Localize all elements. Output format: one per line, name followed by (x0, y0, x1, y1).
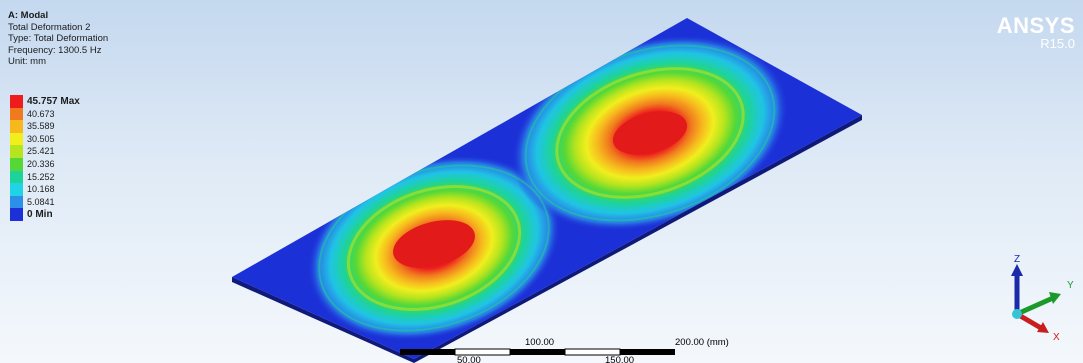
scale-label-100: 100.00 (525, 337, 554, 348)
scale-bar: 100.00 200.00 (mm) 50.00 150.00 (400, 337, 729, 363)
plate-side-edge (414, 115, 862, 363)
result-object-name: Total Deformation 2 (8, 21, 91, 33)
result-frequency: Frequency: 1300.5 Hz (8, 44, 102, 56)
legend-value-label: 45.757 Max (27, 96, 80, 107)
legend-value-label: 15.252 (27, 171, 55, 182)
legend-color-swatch (10, 183, 23, 196)
legend-value-label: 10.168 (27, 184, 55, 195)
y-axis-arrow (1015, 295, 1055, 317)
legend-color-swatch (10, 120, 23, 133)
brand-name: ANSYS (996, 13, 1075, 38)
scale-label-150: 150.00 (605, 355, 634, 363)
result-info-panel: A: Modal Total Deformation 2 Type: Total… (8, 10, 108, 68)
x-axis-label: X (1053, 332, 1060, 343)
ansys-logo: ANSYS R15.0 (997, 15, 1075, 51)
result-type: Type: Total Deformation (8, 33, 109, 44)
legend-color-swatch (10, 132, 23, 146)
legend-color-swatch (10, 170, 23, 184)
legend-value-label: 25.421 (27, 146, 55, 157)
result-unit: Unit: mm (8, 56, 46, 67)
scale-label-200: 200.00 (mm) (675, 337, 729, 348)
legend-color-swatch (10, 208, 23, 221)
z-axis-label: Z (1014, 254, 1020, 265)
legend-color-swatch (10, 195, 23, 209)
legend-value-label: 35.589 (27, 121, 55, 132)
analysis-title: A: Modal (8, 10, 49, 21)
triad-origin (1012, 309, 1022, 319)
legend-value-label: 40.673 (27, 108, 55, 119)
legend-value-label: 5.0841 (27, 196, 55, 207)
legend-color-swatch (10, 107, 23, 121)
legend-color-swatch (10, 145, 23, 158)
y-axis-label: Y (1067, 280, 1074, 291)
scale-label-50: 50.00 (457, 355, 481, 363)
legend-value-label: 30.505 (27, 133, 55, 144)
legend-color-swatch (10, 95, 23, 108)
coordinate-triad[interactable]: Z Y X (1003, 252, 1083, 344)
legend-value-label: 0 Min (27, 209, 53, 221)
brand-version: R15.0 (1040, 36, 1075, 51)
legend-value-label: 20.336 (27, 158, 55, 169)
plate-bottom-edge (232, 277, 414, 363)
legend-color-swatch (10, 157, 23, 171)
